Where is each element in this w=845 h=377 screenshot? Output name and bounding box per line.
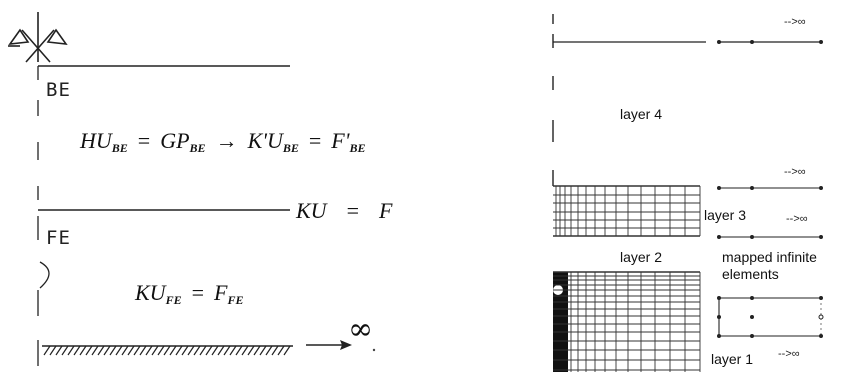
infinity-symbol: ∞ <box>348 312 373 347</box>
layer4-label: layer 4 <box>620 106 663 122</box>
infinite-element-top <box>717 40 823 44</box>
eq-fe-equals: = <box>191 280 204 305</box>
layer2-mesh <box>553 271 701 372</box>
be-label: BE <box>46 79 71 101</box>
infinity-arrow <box>306 340 352 350</box>
eq-be-equals: = <box>137 128 151 153</box>
eq-be-f-sub: BE <box>349 141 366 155</box>
eq-be-h: HU <box>80 128 112 153</box>
eq-be-k: K'U <box>247 128 283 153</box>
layer3-label: layer 3 <box>704 207 747 223</box>
equation-fe: KUFE=FFE <box>135 280 243 308</box>
bedrock-hatching <box>43 345 291 356</box>
to-infinity-2: -->∞ <box>784 166 806 178</box>
layer2-label: layer 2 <box>620 249 663 265</box>
eq-fe-lhs: KU <box>135 280 166 305</box>
eq-fe-lhs-sub: FE <box>165 293 182 307</box>
curved-mark <box>39 261 50 289</box>
equation-be: HUBE=GPBE→K'UBE=F'BE <box>80 128 365 156</box>
infinite-element-box <box>717 296 824 338</box>
eq-global-rhs: F <box>378 198 393 223</box>
fe-label: FE <box>46 227 71 249</box>
eq-be-g-sub: BE <box>189 141 206 155</box>
eq-fe-rhs: F <box>214 280 228 305</box>
dot-mark <box>372 348 376 352</box>
eq-be-arrow: → <box>215 128 238 153</box>
infinite-element-layer3-bottom <box>717 235 823 239</box>
eq-be-f: F' <box>331 128 350 153</box>
eq-fe-rhs-sub: FE <box>227 293 244 307</box>
mapped-label: mapped infinite <box>722 249 817 265</box>
elements-label: elements <box>722 266 779 282</box>
eq-be-equals-2: = <box>308 128 322 153</box>
to-infinity-1: -->∞ <box>784 16 806 28</box>
to-infinity-3: -->∞ <box>786 213 808 225</box>
eq-be-k-sub: BE <box>282 141 299 155</box>
eq-be-g: GP <box>160 128 190 153</box>
layer3-mesh <box>553 185 701 237</box>
layer1-label: layer 1 <box>711 351 754 367</box>
eq-global-equals: = <box>346 198 359 223</box>
eq-be-h-sub: BE <box>111 141 128 155</box>
infinite-element-layer3-top <box>717 186 823 190</box>
eq-global-lhs: KU <box>296 198 327 223</box>
load-symbol <box>8 12 68 63</box>
to-infinity-4: -->∞ <box>778 348 800 360</box>
equation-global: KU = F <box>296 198 392 224</box>
